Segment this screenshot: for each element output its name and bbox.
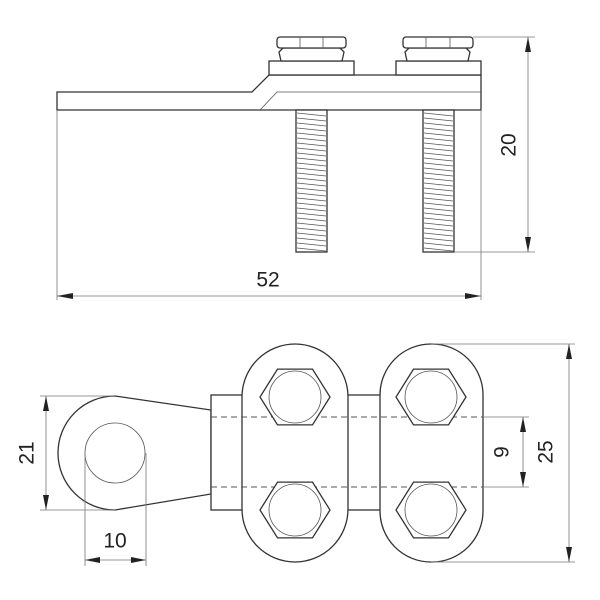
thread-line: [296, 212, 327, 217]
thread-line: [423, 132, 454, 137]
thread-line: [423, 172, 454, 177]
dimension-label-9: 9: [491, 446, 514, 458]
thread-line: [296, 147, 327, 152]
dimension-bolt-spacing: 9: [483, 416, 529, 488]
dimension-clamp-width: 25: [431, 343, 575, 563]
thread-line: [296, 182, 327, 187]
clamp-block-right: [395, 60, 482, 76]
thread-line: [296, 177, 327, 182]
thread-line: [296, 247, 327, 252]
thread-line: [296, 127, 327, 132]
hex-nut-icon: [259, 481, 331, 539]
lug-inner-line: [259, 91, 481, 111]
thread-line: [296, 137, 327, 142]
thread-line: [296, 207, 327, 212]
thread-line: [296, 217, 327, 222]
thread-line: [423, 187, 454, 192]
thread-line: [423, 127, 454, 132]
thread-line: [296, 197, 327, 202]
thread-line: [423, 222, 454, 227]
thread-line: [423, 197, 454, 202]
dimension-height: 20: [454, 36, 535, 253]
bolt-thread-right: [422, 109, 455, 253]
thread-line: [296, 237, 327, 242]
thread-line: [423, 142, 454, 147]
thread-line: [423, 192, 454, 197]
lug-eye: [57, 395, 212, 511]
thread-line: [423, 237, 454, 242]
thread-line: [296, 192, 327, 197]
thread-line: [423, 147, 454, 152]
thread-line: [296, 152, 327, 157]
top-view: 21 10 9 25: [16, 343, 575, 566]
thread-line: [296, 232, 327, 237]
thread-line: [423, 227, 454, 232]
thread-line: [423, 242, 454, 247]
thread-line: [296, 222, 327, 227]
side-view: 20 52: [56, 36, 535, 300]
dimension-label-21: 21: [16, 441, 39, 464]
thread-line: [423, 152, 454, 157]
dimension-label-52: 52: [256, 269, 279, 292]
nut-side-left: [276, 36, 347, 62]
thread-line: [296, 172, 327, 177]
thread-line: [423, 157, 454, 162]
thread-line: [296, 227, 327, 232]
thread-line: [423, 117, 454, 122]
dimension-label-10: 10: [103, 530, 126, 553]
thread-line: [296, 122, 327, 127]
clamp-block-left: [268, 60, 355, 76]
nut-side-right: [402, 36, 474, 62]
thread-line: [296, 112, 327, 117]
thread-line: [296, 142, 327, 147]
thread-line: [296, 157, 327, 162]
thread-line: [423, 182, 454, 187]
thread-line: [423, 122, 454, 127]
hex-nut-icon: [259, 368, 331, 426]
thread-line: [296, 132, 327, 137]
thread-line: [423, 247, 454, 252]
thread-line: [423, 217, 454, 222]
thread-line: [423, 162, 454, 167]
dimension-eye: 21: [16, 395, 115, 511]
thread-line: [423, 207, 454, 212]
thread-line: [423, 137, 454, 142]
dimension-label-25: 25: [535, 440, 558, 463]
nuts-top: [259, 368, 467, 539]
thread-line: [296, 202, 327, 207]
thread-line: [296, 162, 327, 167]
hex-nut-icon: [395, 368, 467, 426]
thread-line: [423, 202, 454, 207]
lug-plate: [56, 74, 482, 111]
dimension-length: 52: [56, 110, 482, 300]
thread-line: [296, 242, 327, 247]
dimension-label-20: 20: [498, 133, 521, 156]
thread-line: [423, 177, 454, 182]
thread-line: [296, 117, 327, 122]
thread-line: [296, 167, 327, 172]
thread-line: [423, 112, 454, 117]
thread-line: [423, 232, 454, 237]
bolt-thread-left: [295, 109, 328, 253]
dimension-hole: 10: [84, 453, 147, 566]
thread-line: [423, 212, 454, 217]
hex-nut-icon: [395, 481, 467, 539]
thread-line: [296, 187, 327, 192]
thread-line: [423, 167, 454, 172]
